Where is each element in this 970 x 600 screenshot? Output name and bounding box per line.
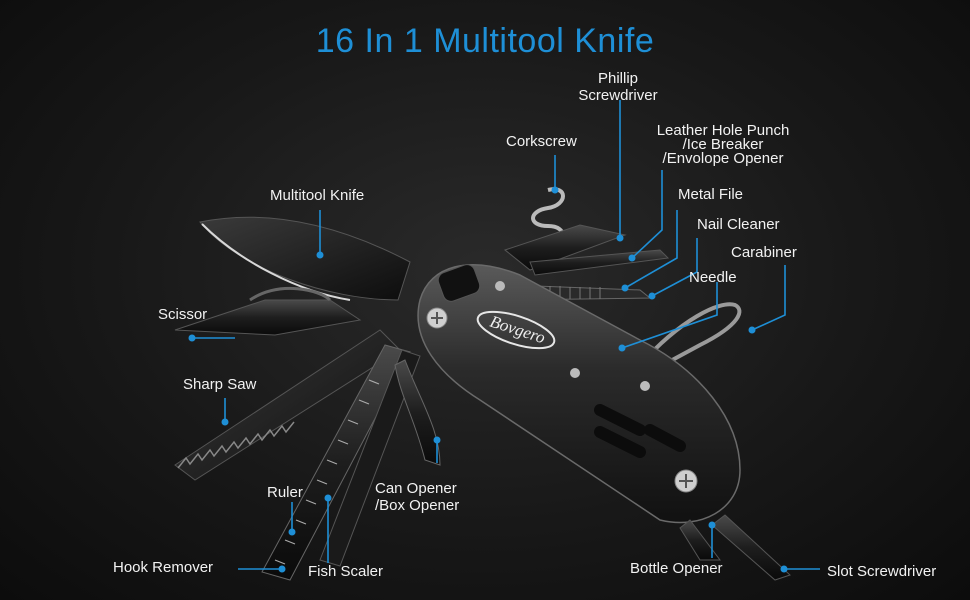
label-can-opener: Can Opener /Box Opener [375,480,460,514]
can-opener-tool [394,359,441,466]
label-carabiner: Carabiner [731,244,797,261]
label-scissor: Scissor [158,306,208,323]
page-title: 16 In 1 Multitool Knife [315,22,655,60]
label-hook-remover: Hook Remover [113,559,214,576]
label-nail-cleaner: Nail Cleaner [697,216,780,233]
label-multitool-knife: Multitool Knife [270,187,365,204]
label-phillip-screwdriver: Phillip Screwdriver [578,70,658,104]
label-ruler: Ruler [267,484,303,501]
label-needle: Needle [689,269,737,286]
scissor-tool [174,299,362,336]
label-bottle-opener: Bottle Opener [630,560,723,577]
tool-handle [417,264,741,524]
bottle-opener-tool [679,519,721,561]
label-fish-scaler: Fish Scaler [308,563,384,580]
label-sharp-saw: Sharp Saw [183,376,257,393]
label-corkscrew: Corkscrew [506,133,577,150]
callout-dots [188,186,788,573]
label-metal-file: Metal File [678,186,744,203]
callout-lines [192,100,820,570]
carabiner-loop [637,302,742,375]
label-leather-hole-punch: Leather Hole Punch /Ice Breaker /Envolop… [656,122,790,167]
label-slot-screwdriver: Slot Screwdriver [827,563,937,580]
slot-screwdriver-tool [711,514,791,581]
